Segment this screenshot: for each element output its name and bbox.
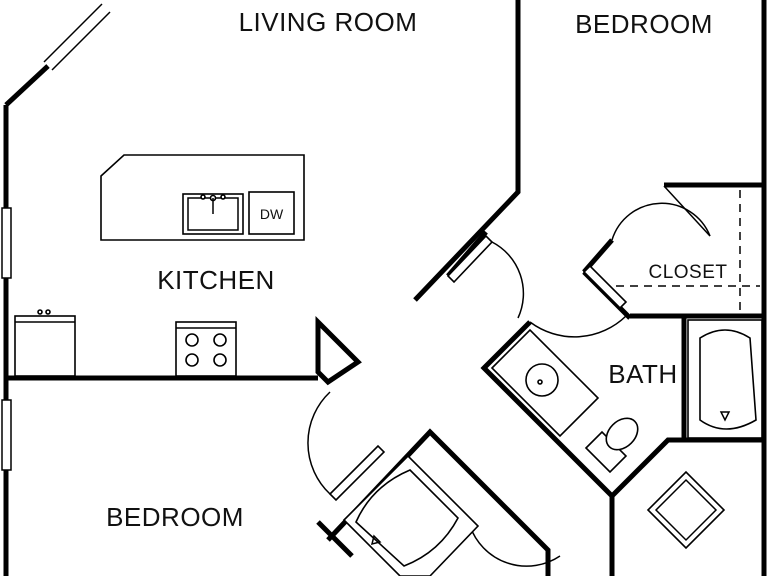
door-swing-lower-bedroom [307,391,331,495]
refrigerator [14,315,76,377]
faucet-handle-icon [200,194,206,200]
kitchen-island: DW [100,154,305,241]
lower-bath-fixtures [342,454,480,576]
label-closet: CLOSET [648,262,727,283]
wall-bath-bottom [610,437,764,498]
label-living-room: LIVING ROOM [239,7,418,37]
wall-lower-bath-left [316,520,354,558]
faucet-handle-icon [220,194,226,200]
closet-shelving [616,190,760,312]
lower-bathtub [355,469,459,567]
kitchen-appliances [14,309,237,377]
toilet-tank [584,430,628,474]
door-swing-closet [611,202,711,241]
door-swing-bedroom [491,241,525,319]
vanity-sink [525,363,559,397]
burner-icon [185,333,199,347]
dishwasher [248,191,295,235]
door-panel-lower-bedroom [328,444,386,502]
window-left-lower [1,399,12,471]
washer [646,470,726,550]
wall-living-bedroom [413,0,521,302]
lower-tub-drain-icon [370,534,382,546]
burner-icon [213,353,227,367]
pantry [315,315,362,386]
door-panel-closet [582,264,628,310]
burner-icon [185,353,199,367]
washer-inner [654,478,718,542]
stove [175,321,237,377]
burner-icon [213,333,227,347]
wall-bath-left [480,320,614,498]
wall-diagonal-top-left [4,64,50,107]
tub-drain-icon [719,411,731,422]
door-swing-lower-bath [469,525,561,567]
toilet-bowl [605,417,639,451]
room-labels: LIVING ROOM BEDROOM KITCHEN CLOSET BATH … [106,7,727,532]
door-swing-bath [529,315,627,338]
label-bath: BATH [608,359,677,389]
label-kitchen: KITCHEN [157,265,275,295]
door-closet-leaf [663,185,711,237]
window-left-upper [1,207,12,279]
bathtub [699,329,757,430]
window-diagonal [43,3,111,71]
label-bedroom-top: BEDROOM [575,9,713,39]
windows [1,3,111,471]
refrigerator-knob [37,309,43,315]
drain-icon [537,379,543,385]
dishwasher-label: DW [260,206,284,222]
refrigerator-knob [45,309,51,315]
bath-fixtures [490,319,763,550]
label-bedroom-bottom: BEDROOM [106,502,244,532]
doors [307,185,711,567]
